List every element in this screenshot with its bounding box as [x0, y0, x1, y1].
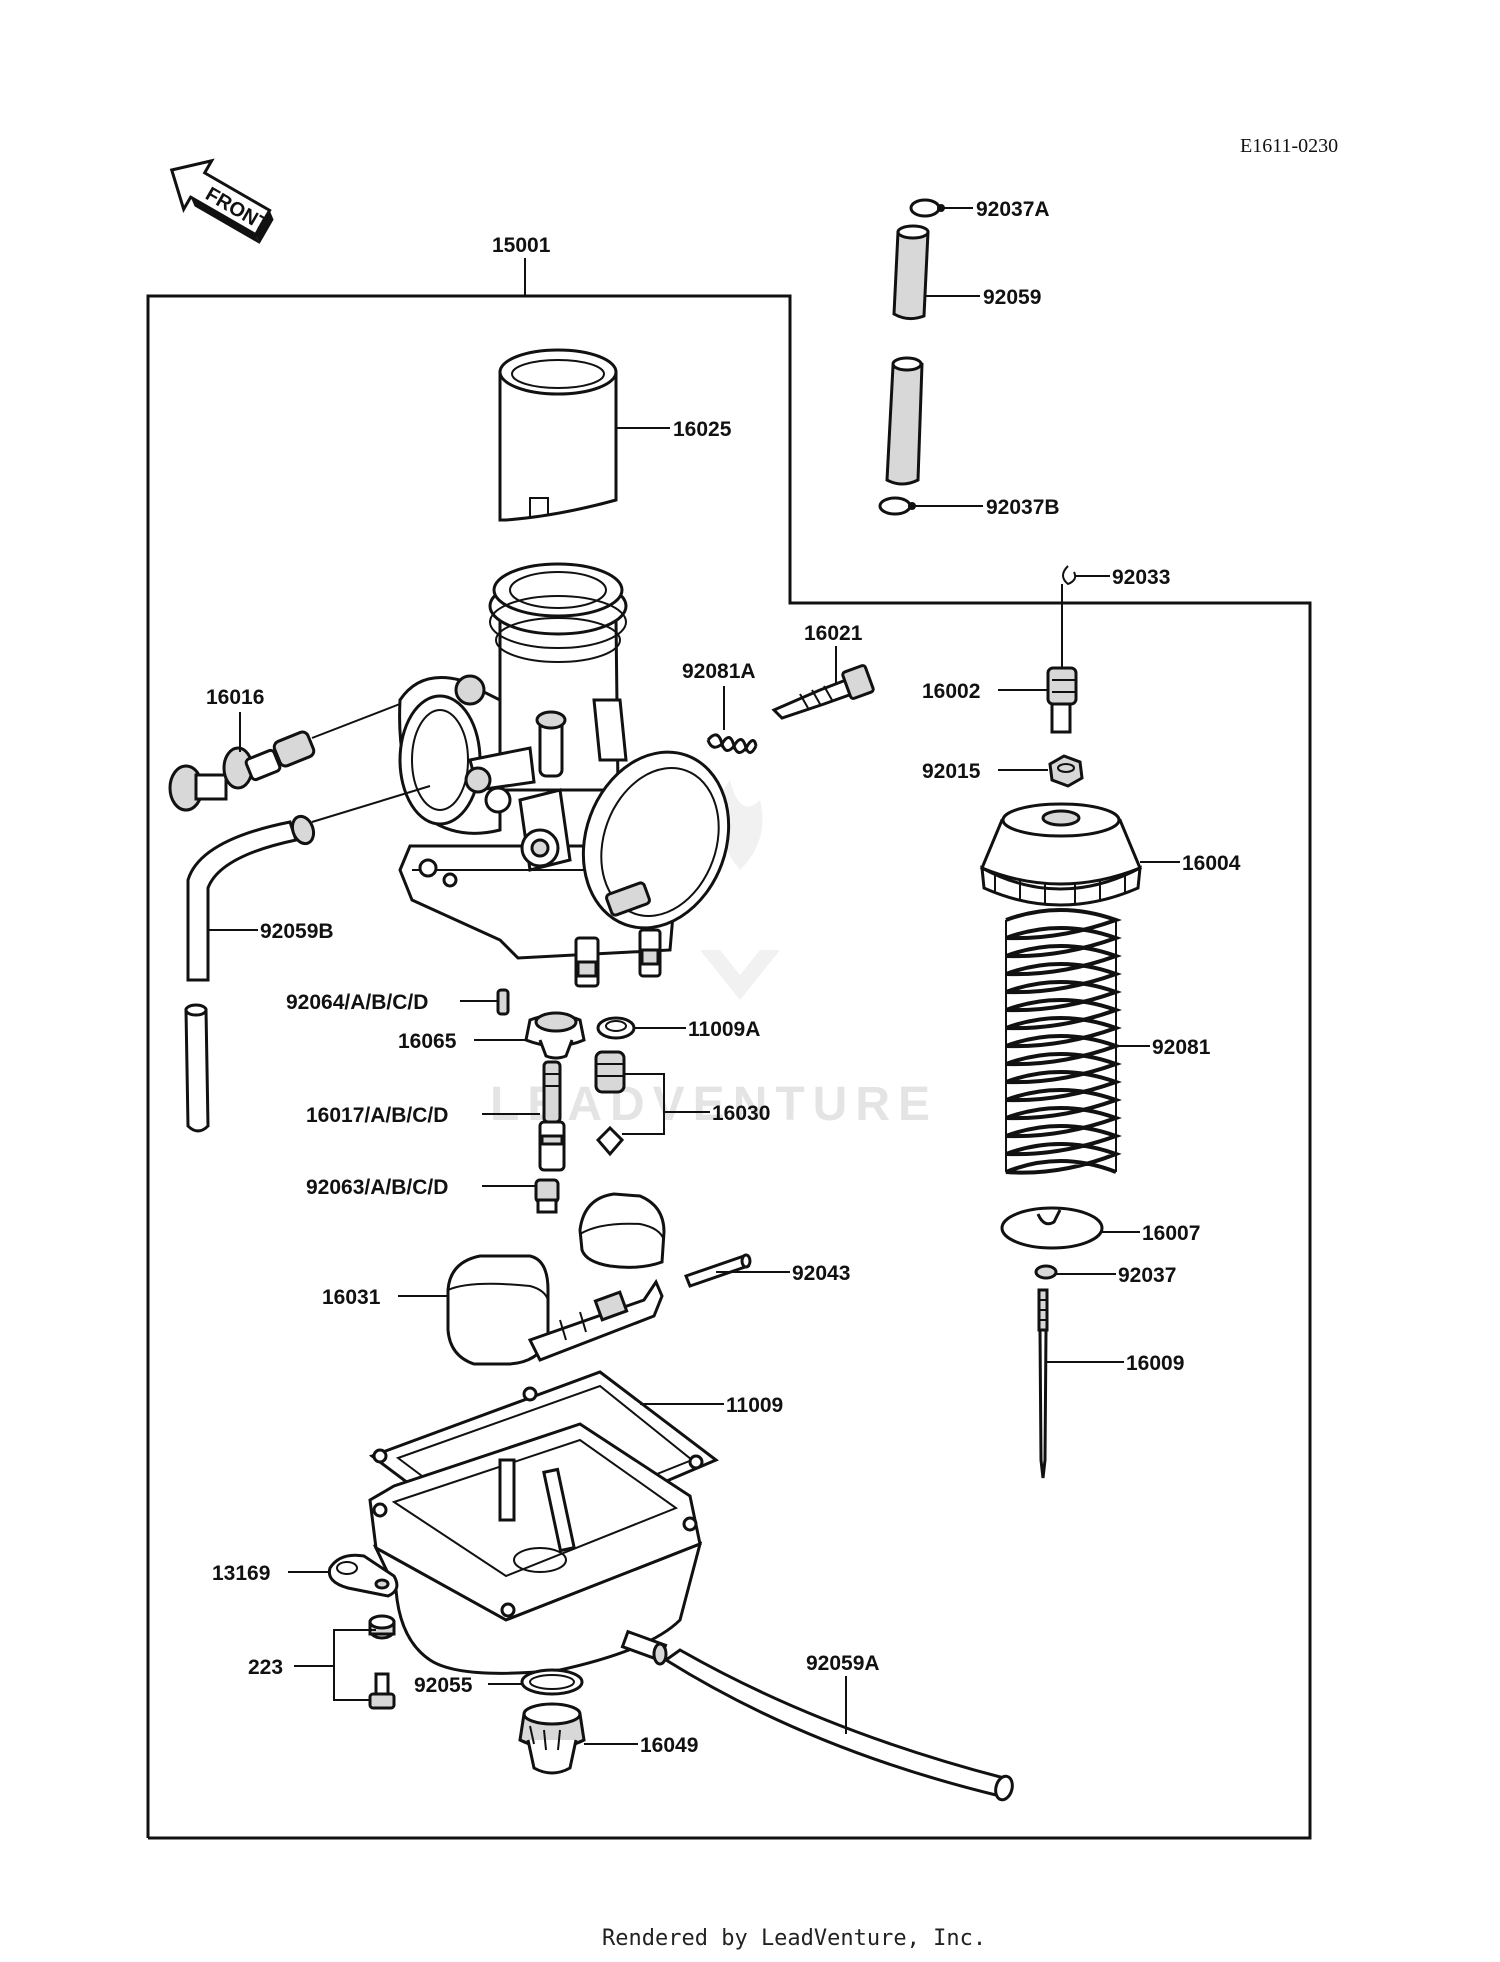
label-92059: 92059	[983, 286, 1041, 309]
holder-16065	[524, 1011, 586, 1060]
needle-jet-16017	[538, 1060, 566, 1172]
adjuster-16002	[1046, 666, 1078, 734]
label-16049: 16049	[640, 1734, 698, 1757]
pin-92043	[684, 1253, 752, 1288]
front-arrow-icon: FRONT	[169, 158, 274, 244]
carburetor-body	[398, 562, 731, 988]
spring-92081	[1005, 908, 1122, 1175]
clip-92033	[1062, 565, 1077, 586]
hose-92059a	[663, 1648, 1014, 1802]
label-16031: 16031	[322, 1286, 381, 1309]
label-92081a: 92081A	[682, 660, 756, 683]
label-92059b: 92059B	[260, 920, 334, 943]
label-92081: 92081	[1152, 1036, 1211, 1059]
label-16025: 16025	[673, 418, 732, 441]
plate-13169	[327, 1553, 399, 1598]
jet-needle-16009	[1037, 1288, 1049, 1479]
float-bowl	[368, 1422, 703, 1675]
plate-16007	[1000, 1206, 1104, 1250]
label-92033: 92033	[1112, 566, 1170, 589]
label-15001: 15001	[492, 234, 551, 257]
label-16016: 16016	[206, 686, 264, 709]
label-16004: 16004	[1182, 852, 1241, 875]
screw-92064	[496, 988, 510, 1016]
float-16031	[446, 1192, 666, 1366]
label-92037b: 92037B	[986, 496, 1060, 519]
label-16007: 16007	[1142, 1222, 1200, 1245]
label-13169: 13169	[212, 1562, 270, 1585]
hose-92059b	[184, 814, 316, 1133]
pilot-jet-92063	[534, 1178, 560, 1214]
label-92037a: 92037A	[976, 198, 1050, 221]
assembly-bracket	[146, 258, 1312, 1840]
label-16021: 16021	[804, 622, 863, 645]
label-223: 223	[248, 1656, 283, 1679]
throttle-valve-16025	[498, 348, 618, 522]
hose-92059	[885, 224, 930, 486]
label-92064: 92064/A/B/C/D	[286, 991, 428, 1014]
nut-92015	[1048, 754, 1084, 788]
clip-92037a	[909, 198, 941, 218]
label-92059a: 92059A	[806, 1652, 880, 1675]
label-16017: 16017/A/B/C/D	[306, 1104, 448, 1127]
starter-plunger-16016	[168, 730, 316, 812]
label-92015: 92015	[922, 760, 981, 783]
watermark-logo	[700, 780, 780, 1000]
label-16009: 16009	[1126, 1352, 1184, 1375]
spring-92081a	[706, 733, 758, 754]
clip-92037b	[878, 496, 912, 516]
cap-16004	[980, 802, 1142, 907]
label-92055: 92055	[414, 1674, 473, 1697]
clip-92037	[1034, 1264, 1058, 1280]
air-screw-16021	[771, 664, 875, 720]
label-11009: 11009	[726, 1394, 783, 1417]
label-16065: 16065	[398, 1030, 457, 1053]
main-jet-16030	[594, 1050, 626, 1157]
label-11009a: 11009A	[688, 1018, 760, 1041]
label-92037: 92037	[1118, 1264, 1176, 1287]
label-16030: 16030	[712, 1102, 770, 1125]
label-16002: 16002	[922, 680, 980, 703]
drain-plug-16049	[518, 1702, 586, 1775]
label-92063: 92063/A/B/C/D	[306, 1176, 448, 1199]
label-92043: 92043	[792, 1262, 850, 1285]
footer-credit: Rendered by LeadVenture, Inc.	[602, 1926, 986, 1951]
reference-code: E1611-0230	[1240, 135, 1338, 157]
